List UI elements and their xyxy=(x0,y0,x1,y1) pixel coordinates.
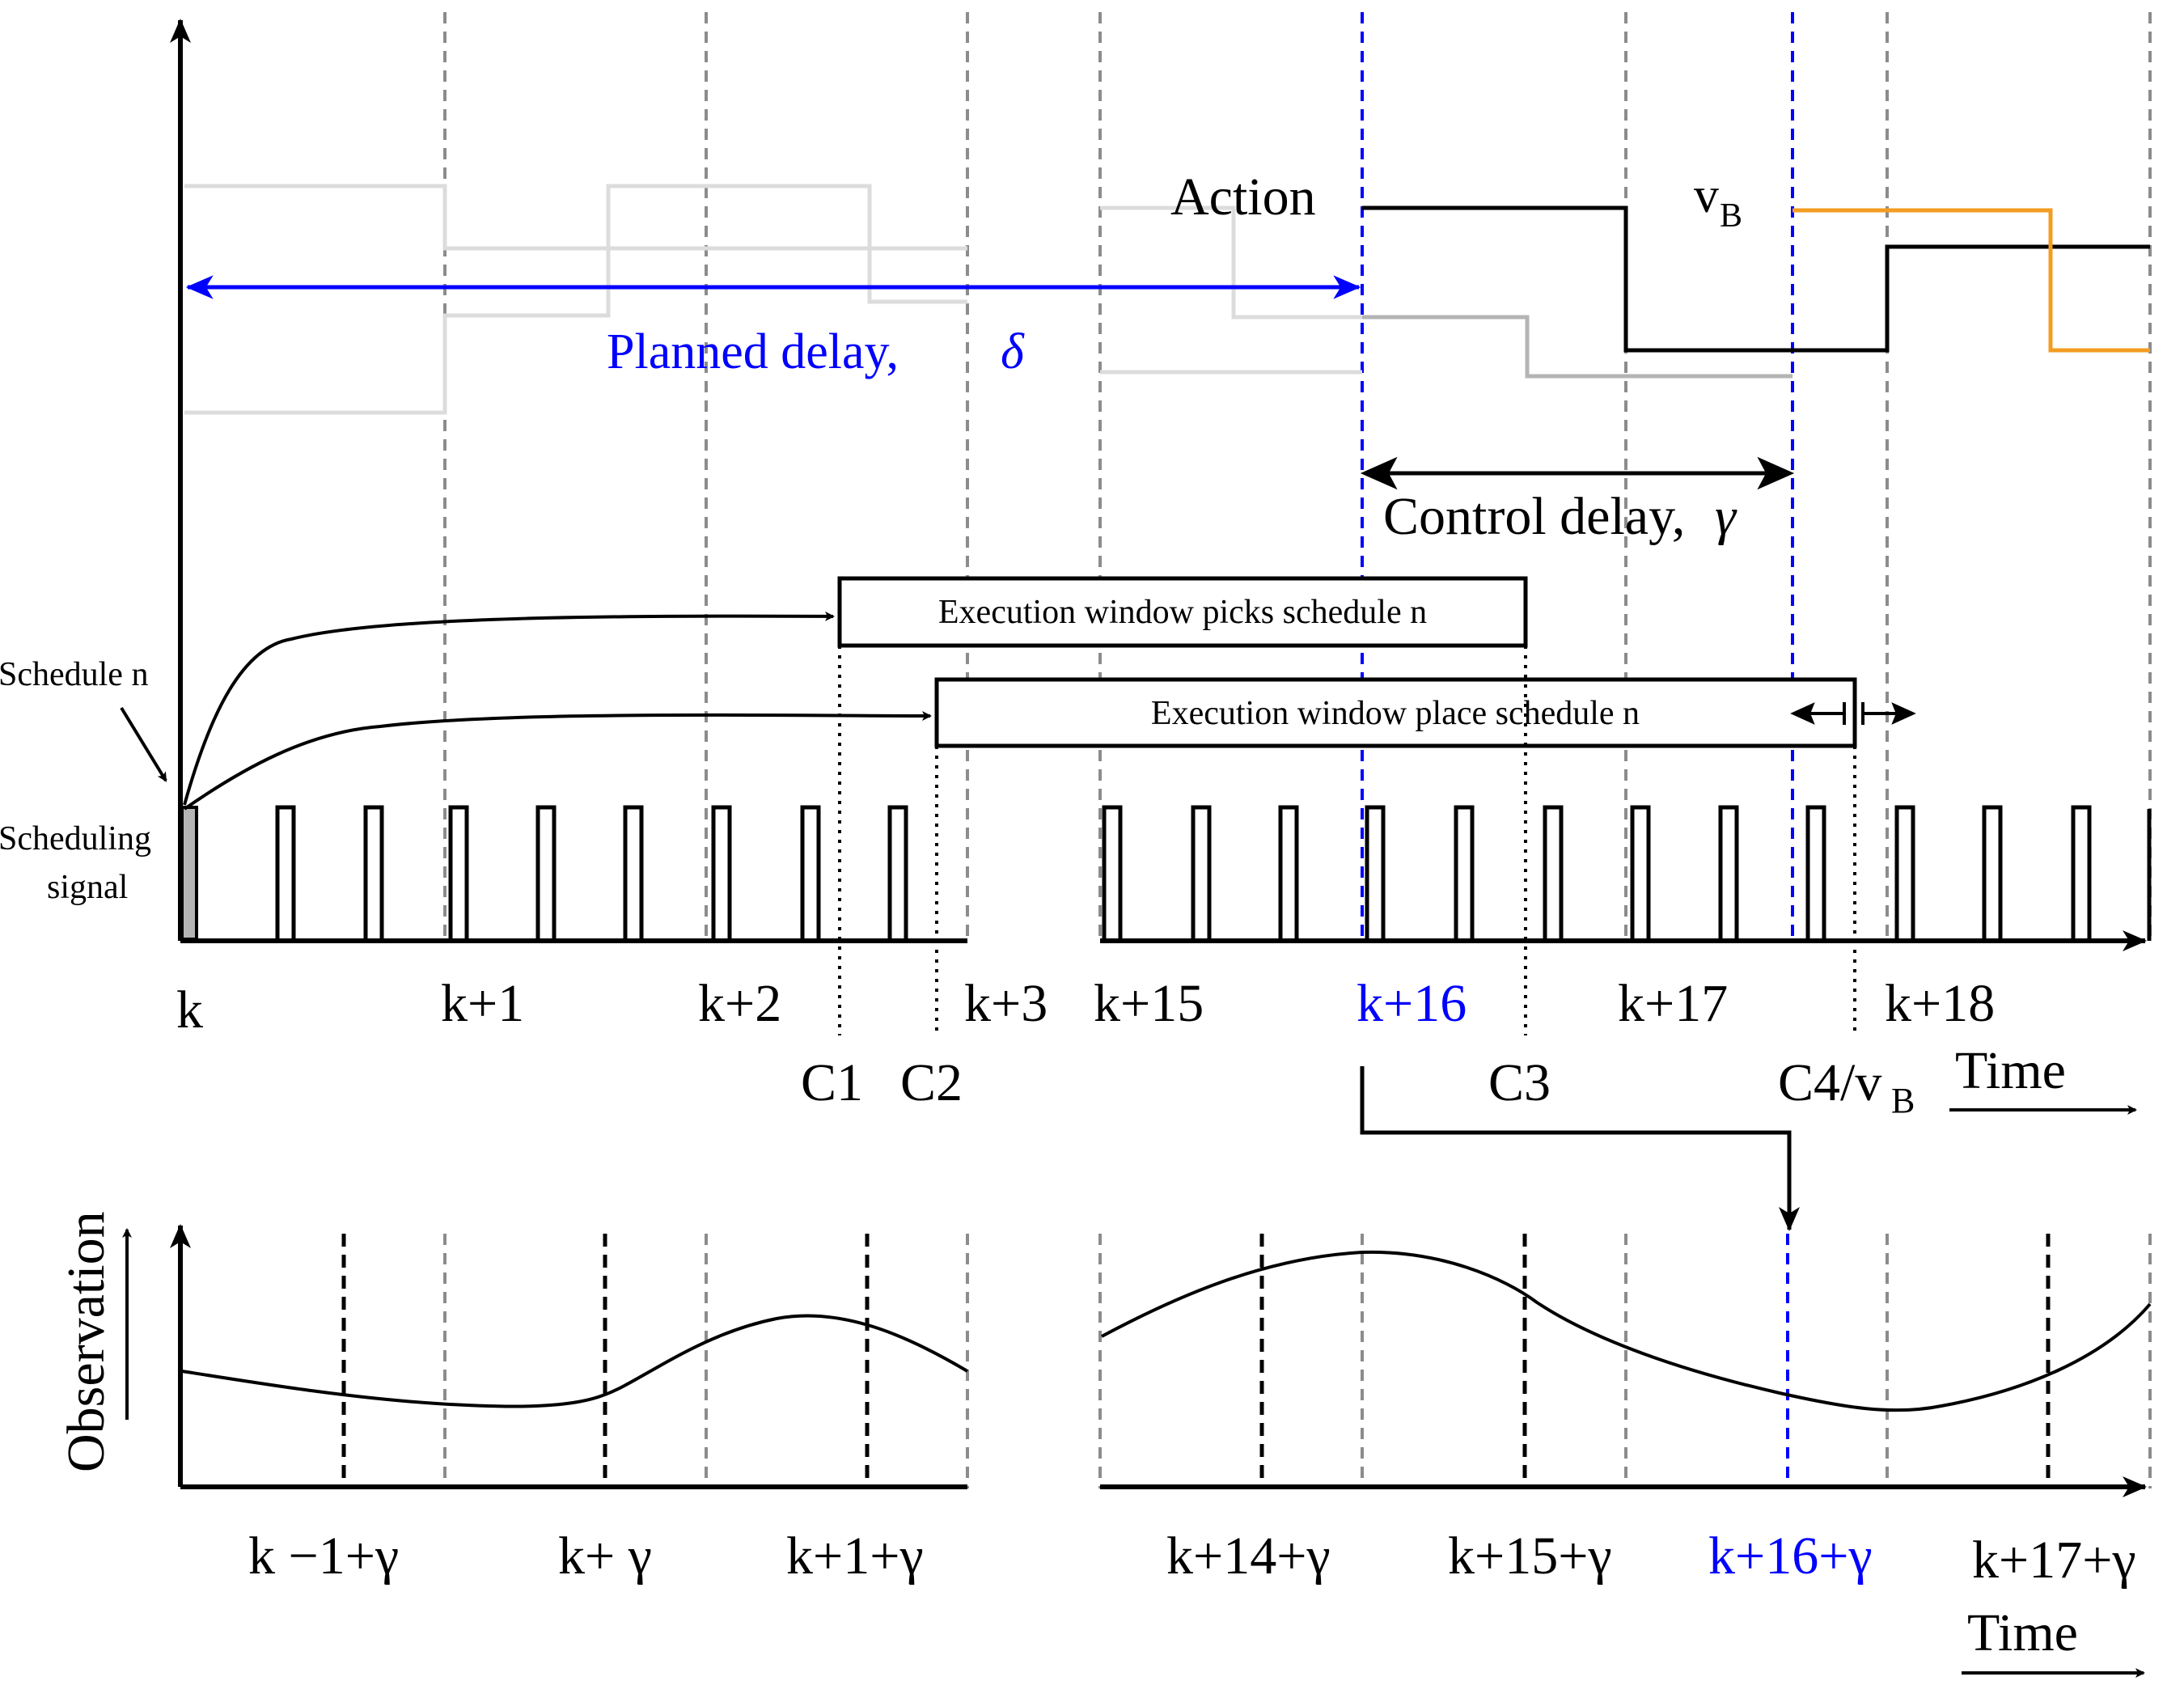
exec-window-picks xyxy=(837,576,1528,648)
window-boundary-arrows xyxy=(1790,702,1916,725)
top-grid-lines xyxy=(443,12,2152,938)
c1-label: C1 xyxy=(801,1053,863,1112)
c-marker-lines xyxy=(838,646,1856,1035)
c3-label: C3 xyxy=(1488,1053,1551,1112)
schedule-n-pulse xyxy=(180,806,198,941)
scheduling-signal-label-1: Scheduling xyxy=(0,820,151,857)
schedule-n-label: Schedule n xyxy=(0,656,148,693)
tick-k-plus-14-gamma: k+14+γ xyxy=(1166,1527,1331,1586)
scheduling-pulse xyxy=(800,805,821,941)
vb-label-subscript: B xyxy=(1720,197,1742,235)
bottom-time-label: Time xyxy=(1967,1603,2078,1662)
scheduling-pulse xyxy=(887,805,908,941)
scheduling-pulse xyxy=(1365,805,1386,941)
planned-delay-symbol: δ xyxy=(1001,324,1025,379)
exec-window-picks-label: Execution window picks schedule n xyxy=(938,594,1427,631)
scheduling-pulse xyxy=(1454,805,1475,941)
control-delay-arrow xyxy=(1360,456,1795,490)
top-tick-labels: k k+1 k+2 k+3 k+15 k+16 k+17 k+18 xyxy=(176,974,1995,1040)
top-time-label: Time xyxy=(1955,1041,2066,1100)
control-delay-label: Control delay, xyxy=(1383,487,1685,546)
curve-to-picks xyxy=(183,611,835,806)
action-signal xyxy=(1362,205,2150,353)
bottom-tick-labels: k −1+γ k+ γ k+1+γ k+14+γ k+15+γ k+16+γ k… xyxy=(248,1527,2136,1590)
observation-curve-left xyxy=(181,1314,969,1408)
scheduling-pulse xyxy=(1278,805,1299,941)
tick-k-plus-16-gamma: k+16+γ xyxy=(1708,1527,1873,1586)
c4-label: C4/v xyxy=(1778,1053,1881,1112)
exec-window-place xyxy=(934,677,1857,748)
planned-delay-label: Planned delay, xyxy=(607,324,899,379)
k16-mapping-arrow xyxy=(1360,1066,1800,1231)
c2-label: C2 xyxy=(900,1053,963,1112)
tick-k-plus-3: k+3 xyxy=(964,974,1048,1033)
scheduling-pulse xyxy=(1805,805,1826,941)
bottom-axes xyxy=(170,1224,2147,1497)
observation-y-label: Observation xyxy=(57,1211,116,1472)
bottom-gamma-lines xyxy=(341,1234,2051,1487)
observation-curve-right xyxy=(1101,1250,2152,1412)
curve-to-place xyxy=(183,710,932,811)
scheduling-pulse xyxy=(711,805,732,941)
scheduling-pulse xyxy=(1543,805,1564,941)
tick-k-gamma: k+ γ xyxy=(558,1527,652,1586)
scheduling-pulse xyxy=(1718,805,1739,941)
tick-k-plus-17-gamma: k+17+γ xyxy=(1972,1531,2136,1590)
scheduling-pulse xyxy=(1894,805,1915,941)
scheduling-pulse xyxy=(1102,805,1123,941)
scheduling-pulse xyxy=(535,805,557,941)
tick-k-plus-17: k+17 xyxy=(1618,974,1728,1033)
schedule-n-pointer xyxy=(120,706,167,782)
action-label: Action xyxy=(1170,167,1316,227)
scheduling-pulse xyxy=(2071,805,2092,941)
tick-k-plus-15: k+15 xyxy=(1094,974,1204,1033)
scheduling-pulse xyxy=(1982,805,2003,941)
scheduling-signal-label-2: signal xyxy=(47,869,128,906)
tick-k-plus-18: k+18 xyxy=(1885,974,1995,1033)
top-axes xyxy=(170,19,2147,951)
c4-label-subscript: B xyxy=(1891,1081,1915,1120)
control-delay-symbol: γ xyxy=(1715,487,1737,546)
tick-k-plus-1: k+1 xyxy=(441,974,524,1033)
tick-k: k xyxy=(176,980,203,1040)
vb-signal xyxy=(1792,208,2150,353)
past-action-signals xyxy=(184,184,1792,415)
exec-window-place-label: Execution window place schedule n xyxy=(1151,695,1640,732)
c-labels: C1 C2 C3 C4/v B xyxy=(801,1053,1915,1120)
tick-k-plus-2: k+2 xyxy=(698,974,781,1033)
vb-label: v xyxy=(1694,168,1719,223)
scheduling-pulse xyxy=(1191,805,1212,941)
scheduling-pulse xyxy=(363,805,384,941)
tick-k-minus-1-gamma: k −1+γ xyxy=(248,1527,399,1586)
scheduling-pulse xyxy=(275,805,296,941)
scheduling-signal-pulses xyxy=(275,805,2152,941)
scheduling-pulse xyxy=(448,805,469,941)
bottom-grid-lines xyxy=(443,1234,2152,1488)
tick-k-plus-15-gamma: k+15+γ xyxy=(1448,1527,1612,1586)
tick-k-plus-16: k+16 xyxy=(1357,974,1467,1033)
scheduling-pulse xyxy=(623,805,644,941)
scheduling-pulse xyxy=(1630,805,1651,941)
tick-k-plus-1-gamma: k+1+γ xyxy=(786,1527,924,1586)
